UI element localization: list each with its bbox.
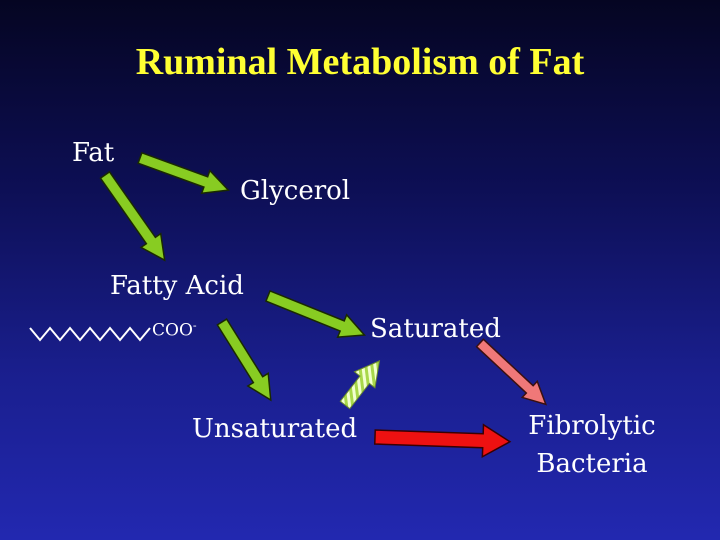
arrow-unsaturated-to-fibrolytic bbox=[373, 423, 512, 459]
node-saturated: Saturated bbox=[370, 314, 501, 344]
fibrolytic-line2: Bacteria bbox=[536, 448, 648, 479]
fatty-acid-chain-icon bbox=[29, 326, 151, 342]
node-unsaturated: Unsaturated bbox=[192, 414, 358, 444]
slide-title: Ruminal Metabolism of Fat bbox=[135, 41, 585, 83]
coo-text: COO bbox=[152, 320, 193, 341]
arrow-fatty-acid-to-unsaturated bbox=[216, 318, 272, 402]
arrow-saturated-to-fibrolytic bbox=[475, 338, 548, 406]
node-coo: COO- bbox=[152, 320, 197, 340]
node-glycerol: Glycerol bbox=[240, 176, 351, 206]
node-fat: Fat bbox=[72, 138, 115, 168]
arrow-fat-to-glycerol bbox=[137, 151, 230, 195]
arrow-unsaturated-to-saturated bbox=[339, 360, 381, 410]
coo-charge: - bbox=[192, 319, 197, 332]
arrow-fat-to-fatty-acid bbox=[99, 170, 166, 262]
node-fatty-acid: Fatty Acid bbox=[110, 271, 244, 301]
node-fibrolytic-bacteria: Fibrolytic Bacteria bbox=[522, 408, 662, 483]
arrow-fatty-acid-to-saturated bbox=[264, 289, 366, 338]
fibrolytic-line1: Fibrolytic bbox=[528, 411, 656, 441]
